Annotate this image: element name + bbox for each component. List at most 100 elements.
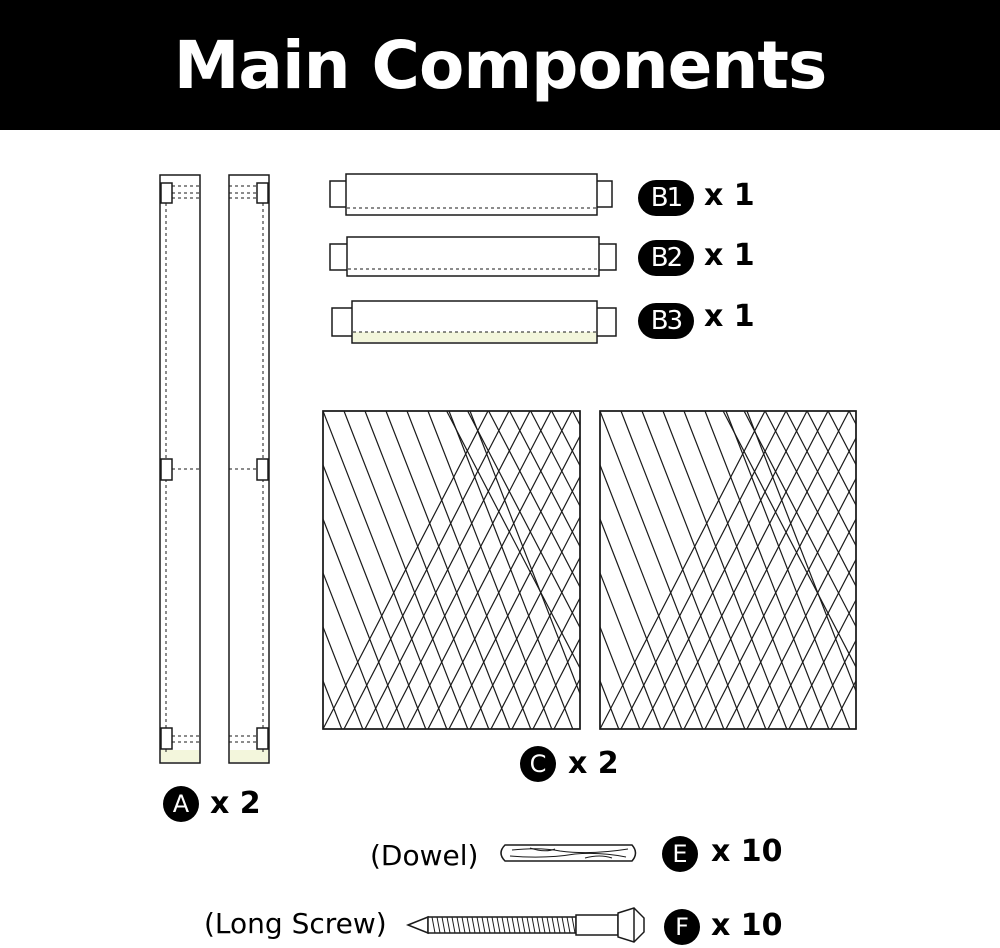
panel-stripe	[530, 411, 580, 508]
part-a-post-left	[159, 174, 201, 764]
part-c-panel-right-stripes	[600, 411, 1000, 729]
panel-stripe	[441, 916, 446, 934]
panel-stripe	[506, 916, 511, 934]
panel-stripe	[488, 411, 580, 589]
panel-stripe	[490, 556, 580, 729]
part-f-label: (Long Screw)	[204, 907, 387, 940]
panel-stripe	[620, 411, 787, 729]
part-f-badge: F	[664, 909, 700, 945]
part-b1-quantity: x 1	[704, 178, 755, 213]
part-a-quantity: x 2	[210, 786, 261, 821]
part-b1-rail	[329, 173, 613, 216]
panel-stripe	[476, 916, 481, 934]
panel-stripe	[501, 916, 506, 934]
part-c-badge: C	[520, 746, 556, 782]
panel-stripe	[722, 411, 856, 669]
panel-stripe	[556, 916, 561, 934]
panel-stripe	[427, 434, 580, 729]
panel-stripe	[469, 515, 580, 729]
panel-stripe	[431, 916, 436, 934]
panel-stripe	[806, 411, 856, 507]
part-c-panel-left	[322, 410, 581, 730]
panel-stripe	[343, 411, 510, 729]
panel-stripe	[323, 517, 406, 729]
panel-stripe	[526, 916, 531, 934]
panel-stripe	[436, 916, 441, 934]
part-e-label: (Dowel)	[370, 839, 479, 872]
panel-stripe	[446, 916, 451, 934]
panel-stripe	[536, 916, 541, 934]
panel-stripe	[448, 475, 580, 729]
panel-stripe	[541, 916, 546, 934]
part-c-panel-left-stripes	[323, 411, 580, 729]
panel-stripe	[600, 411, 766, 729]
panel-stripe	[451, 916, 456, 934]
part-a-badge: A	[163, 786, 199, 822]
panel-stripe	[848, 411, 856, 426]
panel-stripe	[809, 639, 856, 729]
panel-stripe	[870, 411, 1000, 729]
panel-stripe	[746, 517, 856, 729]
panel-stripe	[446, 411, 580, 670]
panel-stripe	[561, 916, 566, 934]
panel-stripe	[456, 916, 461, 934]
panel-stripe	[600, 411, 725, 729]
title-banner: Main Components	[0, 0, 1000, 130]
panel-stripe	[683, 411, 850, 729]
panel-stripe	[662, 411, 829, 729]
panel-stripe	[600, 625, 641, 729]
part-b3-badge: B3	[638, 303, 694, 339]
panel-stripe	[600, 463, 704, 729]
panel-stripe	[767, 558, 856, 729]
part-b3-quantity: x 1	[704, 299, 755, 334]
part-b2-badge: B2	[638, 240, 694, 276]
panel-stripe	[481, 916, 486, 934]
part-e-badge: E	[662, 836, 698, 872]
panel-stripe	[546, 916, 551, 934]
part-b2-rail	[329, 236, 617, 277]
panel-stripe	[531, 916, 536, 934]
long-screw-icon	[405, 907, 645, 943]
part-c-panel-right	[599, 410, 857, 730]
part-b3-rail	[331, 300, 617, 344]
part-f-quantity: x 10	[711, 908, 783, 943]
panel-stripe	[516, 916, 521, 934]
panel-stripe	[725, 477, 856, 729]
part-e-quantity: x 10	[711, 834, 783, 869]
panel-stripe	[466, 916, 471, 934]
panel-stripe	[571, 916, 576, 934]
dowel-icon	[500, 844, 637, 862]
panel-stripe	[323, 411, 448, 729]
panel-stripe	[788, 598, 856, 729]
panel-stripe	[323, 411, 489, 729]
panel-stripe	[323, 625, 364, 729]
panel-stripe	[511, 596, 580, 729]
panel-stripe	[385, 411, 552, 729]
panel-stripe	[461, 916, 466, 934]
panel-stripe	[491, 916, 496, 934]
part-a-post-right	[228, 174, 270, 764]
panel-stripe	[323, 463, 427, 729]
panel-stripe	[785, 411, 856, 547]
part-b2-quantity: x 1	[704, 238, 755, 273]
panel-stripe	[551, 916, 556, 934]
panel-stripe	[551, 411, 580, 467]
part-c-quantity: x 2	[568, 746, 619, 781]
panel-stripe	[764, 411, 856, 588]
part-b1-badge: B1	[638, 180, 694, 216]
panel-stripe	[509, 411, 580, 548]
panel-stripe	[566, 916, 571, 934]
panel-stripe	[521, 916, 526, 934]
panel-stripe	[496, 916, 501, 934]
panel-stripe	[467, 411, 580, 629]
panel-stripe	[486, 916, 491, 934]
panel-stripe	[532, 637, 580, 729]
panel-stripe	[323, 571, 385, 729]
panel-stripe	[511, 916, 516, 934]
panel-stripe	[600, 571, 662, 729]
panel-stripe	[364, 411, 531, 729]
panel-stripe	[600, 517, 683, 729]
panel-stripe	[641, 411, 808, 729]
panel-stripe	[704, 436, 856, 729]
